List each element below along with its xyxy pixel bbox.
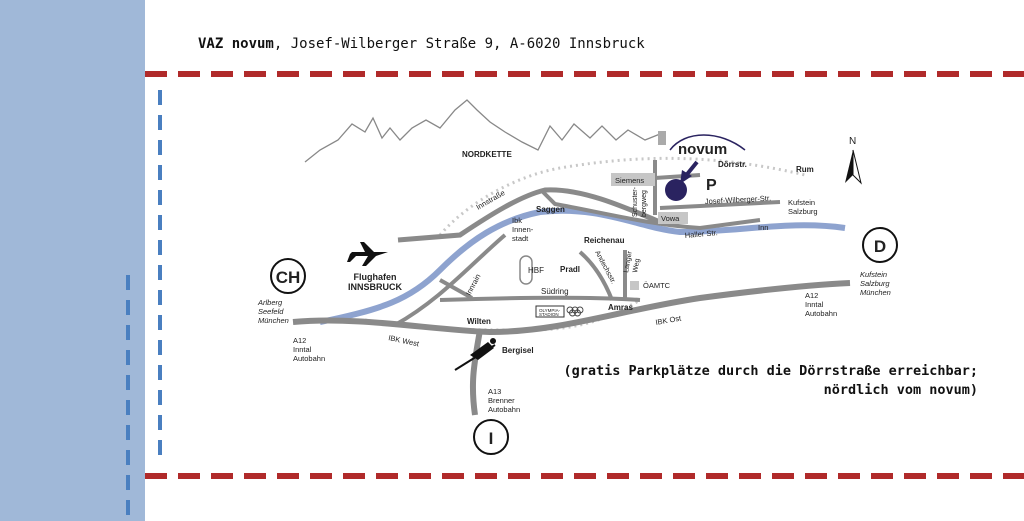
a12-west-label-3: Autobahn bbox=[293, 354, 325, 363]
reichenau-label: Reichenau bbox=[584, 236, 625, 245]
ibk-west-label: IBK West bbox=[388, 333, 421, 348]
novum-arrowhead-icon bbox=[680, 170, 692, 184]
airport-label-1: Flughafen bbox=[354, 272, 397, 282]
a13-label-1: A13 bbox=[488, 387, 501, 396]
innrain-label: Innrain bbox=[464, 272, 483, 296]
airport-plane-icon bbox=[347, 242, 394, 266]
a12-east-label-2: Inntal bbox=[805, 300, 824, 309]
wilten-label: Wilten bbox=[467, 317, 491, 326]
north-label: N bbox=[849, 136, 856, 147]
olympic-rings-icon bbox=[566, 306, 584, 317]
andechsstrasse-road bbox=[578, 250, 614, 301]
ibk-innenstadt-label-3: stadt bbox=[512, 234, 529, 243]
hbf-station-outline bbox=[519, 255, 533, 285]
parking-icon: P bbox=[706, 177, 717, 194]
vowa-box bbox=[658, 212, 688, 224]
innrain-road bbox=[394, 233, 507, 327]
railway-line-north bbox=[438, 156, 806, 236]
country-d-label: D bbox=[874, 237, 886, 256]
country-i-label: I bbox=[489, 429, 494, 448]
street-address: , Josef-Wilberger Straße 9, A-6020 Innsb… bbox=[273, 36, 645, 52]
innstrasse-road bbox=[397, 187, 661, 243]
schusterbergweg-label-1: Schuster- bbox=[632, 186, 639, 217]
novum-arc bbox=[669, 134, 746, 151]
ibk-innenstadt-label-1: Ibk bbox=[512, 216, 522, 225]
haller-strasse-road bbox=[541, 190, 761, 231]
suedring-road bbox=[439, 295, 641, 302]
rum-label: Rum bbox=[796, 165, 814, 174]
a13-label-2: Brenner bbox=[488, 396, 515, 405]
inn-label: Inn bbox=[758, 223, 768, 232]
siemens-box bbox=[611, 173, 655, 186]
parking-note-line-2: nördlich vom novum) bbox=[823, 382, 978, 398]
doerrstrasse-label: Dörrstr. bbox=[718, 160, 747, 169]
nordkette-label: NORDKETTE bbox=[462, 150, 512, 159]
north-arrow-right-icon bbox=[852, 149, 862, 185]
bergisel-label: Bergisel bbox=[502, 346, 534, 355]
country-d-circle bbox=[862, 227, 898, 263]
josef-wilberger-strasse-label: Josef-Wilberger-Str. bbox=[705, 194, 772, 206]
kufstein-right-label-2: Salzburg bbox=[860, 279, 890, 288]
parking-note: (gratis Parkplätze durch die Dörrstraße … bbox=[548, 362, 978, 400]
ibk-ost-label: IBK Ost bbox=[655, 313, 683, 327]
country-ch-label: CH bbox=[276, 268, 301, 287]
a13-motorway bbox=[469, 329, 483, 416]
suedring-label: Südring bbox=[541, 287, 569, 296]
kufstein-right-label-3: München bbox=[860, 288, 891, 297]
kufstein-top-label-2: Salzburg bbox=[788, 207, 818, 216]
kufstein-right-label-1: Kufstein bbox=[860, 270, 887, 279]
arlberg-label-3: München bbox=[258, 316, 289, 325]
hbf-label: HBF bbox=[528, 266, 544, 275]
kufstein-top-label-1: Kufstein bbox=[788, 198, 815, 207]
ski-jumper-icon bbox=[454, 338, 496, 371]
oeamtc-label: ÖAMTC bbox=[643, 281, 671, 290]
river-inn bbox=[319, 207, 846, 325]
country-ch-circle bbox=[270, 258, 306, 294]
a12-west-label-1: A12 bbox=[293, 336, 306, 345]
olympia-stadion-label-1: OLYMPIA- bbox=[539, 308, 561, 313]
north-arrow-left-icon bbox=[845, 150, 853, 183]
arlberg-label-1: Arlberg bbox=[257, 298, 283, 307]
side-panel bbox=[0, 0, 145, 521]
langer-weg-label-1: Langer bbox=[623, 250, 634, 273]
novum-location-dot bbox=[665, 179, 687, 201]
haller-strasse-label: Haller Str. bbox=[684, 228, 718, 240]
parking-note-line-1: (gratis Parkplätze durch die Dörrstraße … bbox=[563, 363, 978, 379]
langer-weg-label-2: Weg bbox=[632, 258, 641, 273]
a12-east-label-3: Autobahn bbox=[805, 309, 837, 318]
country-i-circle bbox=[473, 419, 509, 455]
olympia-stadion-label-2: STADION bbox=[539, 312, 559, 317]
connector-road bbox=[439, 278, 473, 300]
pradl-label: Pradl bbox=[560, 265, 580, 274]
schusterbergweg-label-2: bergweg bbox=[641, 190, 648, 217]
vowa-label: Vowa bbox=[661, 214, 680, 223]
a12-motorway bbox=[292, 280, 851, 336]
a12-east-label-1: A12 bbox=[805, 291, 818, 300]
nordkette-mountain-outline bbox=[304, 99, 661, 163]
a13-label-3: Autobahn bbox=[488, 405, 520, 414]
novum-logo-text: novum bbox=[678, 141, 727, 158]
amras-label: Amras bbox=[608, 303, 633, 312]
address-line: VAZ novum, Josef-Wilberger Straße 9, A-6… bbox=[198, 36, 645, 52]
airport-label-2: INNSBRUCK bbox=[348, 282, 403, 292]
josef-wilberger-strasse-road bbox=[659, 200, 781, 210]
siemens-label: Siemens bbox=[615, 176, 644, 185]
arlberg-label-2: Seefeld bbox=[258, 307, 284, 316]
venue-name: VAZ novum bbox=[198, 36, 274, 52]
olympia-stadion-box bbox=[535, 305, 565, 318]
doerrstrasse-road bbox=[654, 173, 701, 180]
saggen-label: Saggen bbox=[536, 205, 565, 214]
oeamtc-box bbox=[630, 281, 639, 290]
a12-west-label-2: Inntal bbox=[293, 345, 312, 354]
novum-building-marker bbox=[658, 131, 666, 145]
ibk-innenstadt-label-2: Innen- bbox=[512, 225, 534, 234]
